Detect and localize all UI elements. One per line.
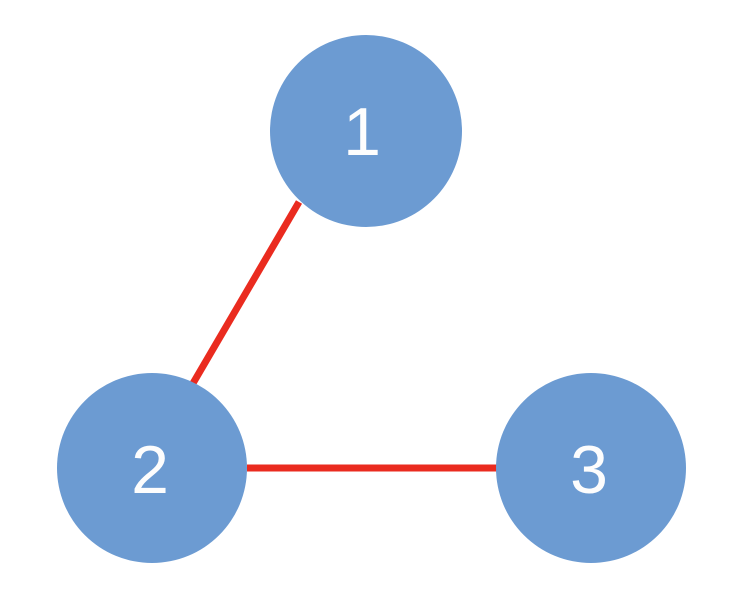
- node-group-1[interactable]: 1: [270, 35, 462, 227]
- node-circle-1[interactable]: [270, 35, 462, 227]
- node-label-3: 3: [570, 432, 608, 508]
- node-circle-3[interactable]: [496, 373, 686, 563]
- node-group-2[interactable]: 2: [57, 373, 247, 563]
- node-label-1: 1: [343, 94, 381, 170]
- edge-group: [188, 200, 497, 472]
- node-circle-2[interactable]: [57, 373, 247, 563]
- edge-node1-node2[interactable]: [188, 200, 303, 387]
- node-group-3[interactable]: 3: [496, 373, 686, 563]
- node-label-2: 2: [131, 432, 169, 508]
